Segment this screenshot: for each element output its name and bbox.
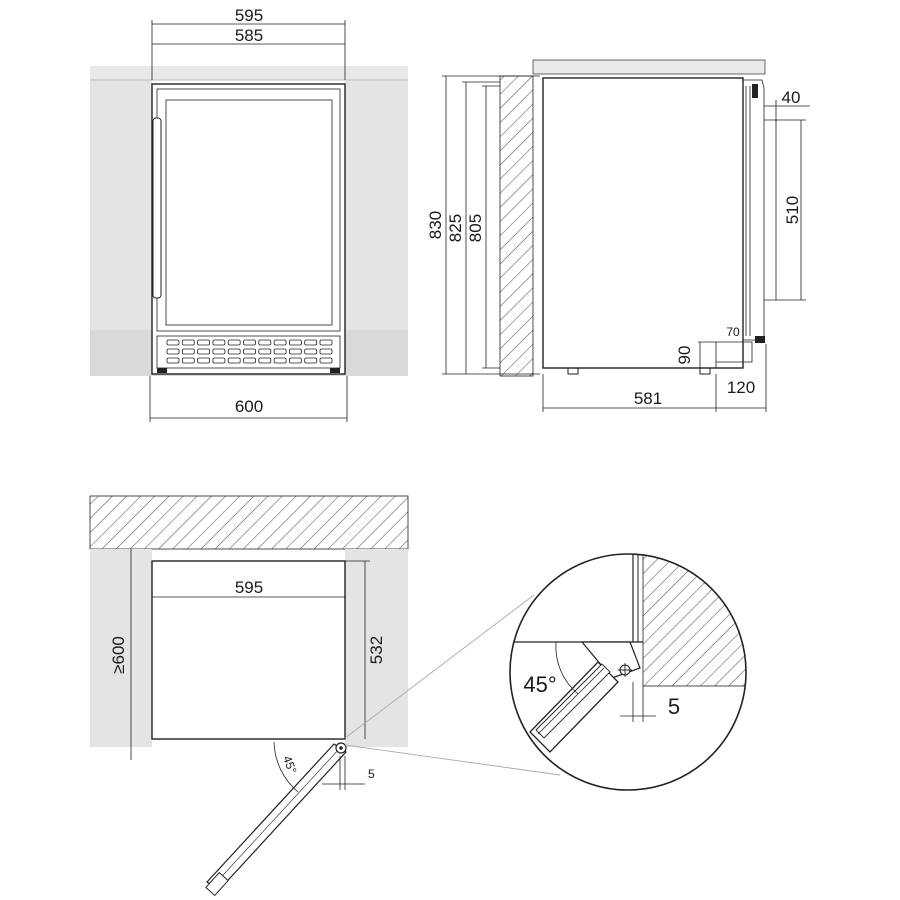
side-countertop [532,59,766,75]
vent-slot [197,357,211,364]
front-foot [699,367,711,375]
vent-slot [243,339,256,346]
detail-angle-arc [555,641,579,695]
vent-slot [258,357,272,364]
vent-slot [273,339,287,346]
vent-slot [212,348,226,355]
vent-slot [258,348,272,355]
front-width-outer-label: 595 [235,6,263,25]
vent-slot [181,339,195,346]
side-wall-hatched [499,75,534,377]
door-glass [165,99,333,326]
vent-slot [227,348,241,355]
vent-slot [288,348,302,355]
vent-slot [166,357,180,364]
vent-slot [304,348,318,355]
vent-slot [227,339,241,346]
vent-slot [243,357,256,364]
vent-width-label: 70 [726,325,740,339]
vent-slot [227,357,241,364]
vent-slot [319,339,333,346]
vent-slot [319,357,333,364]
countertop [90,66,408,80]
handle-length-label: 510 [783,196,802,224]
rear-foot [567,367,579,375]
depth-body-label: 581 [634,389,662,408]
door-handle [152,117,162,299]
front-width-inner-label: 585 [235,26,263,45]
opened-door [205,742,347,897]
vent-slot [243,348,256,355]
vent-slot [304,357,318,364]
height-mid-label: 825 [446,214,465,242]
vent-slot [258,339,272,346]
right-wall [345,66,408,376]
upper-hinge [752,84,758,98]
vent-slot [273,348,287,355]
vent-slot [212,339,226,346]
cabinet-depth-label: 532 [367,636,386,664]
ventilation-panel [156,335,341,369]
vent-slot [197,348,211,355]
vent-slot [319,348,333,355]
detail-hatched-wall [642,554,746,687]
door-angle-label: 45° [280,754,299,776]
back-wall-hatched [89,495,409,550]
appliance-body [151,83,346,375]
lower-hinge [755,336,765,343]
gap-label: 5 [368,767,375,781]
left-wall [90,66,152,376]
vent-slot [273,357,287,364]
vent-slot [197,339,211,346]
top-left-cabinet [90,549,152,747]
vent-height-label: 90 [675,346,694,365]
cabinet-width-label: 595 [235,578,263,597]
handle-depth-label: 40 [782,88,801,107]
height-total-label: 830 [426,211,445,239]
min-depth-label: ≥600 [109,636,128,674]
side-handle [764,119,777,301]
side-view: 830 825 805 40 510 70 90 581 120 [426,59,810,412]
height-body-label: 805 [466,214,485,242]
vent-slot [181,348,195,355]
vent-slot [166,348,180,355]
vent-slot [181,357,195,364]
vent-slot [288,357,302,364]
vent-slot [304,339,318,346]
right-foot [330,368,340,373]
side-body [542,77,744,369]
top-view: ≥600 595 532 45° 5 [89,495,409,897]
angle-arc [273,741,299,793]
ventilation-grille [166,339,333,364]
front-view: 595 585 600 [90,6,408,422]
door-clearance-label: 120 [727,378,755,397]
detail-door-angle-label: 45° [523,672,556,697]
left-foot [157,368,167,373]
detail-circle [509,553,747,791]
vent-slot [288,339,302,346]
detail-gap-label: 5 [668,694,680,719]
vent-slot [212,357,226,364]
vent-slot [166,339,180,346]
front-width-bottom-label: 600 [235,397,263,416]
detail-view: 45° 5 [509,553,747,791]
